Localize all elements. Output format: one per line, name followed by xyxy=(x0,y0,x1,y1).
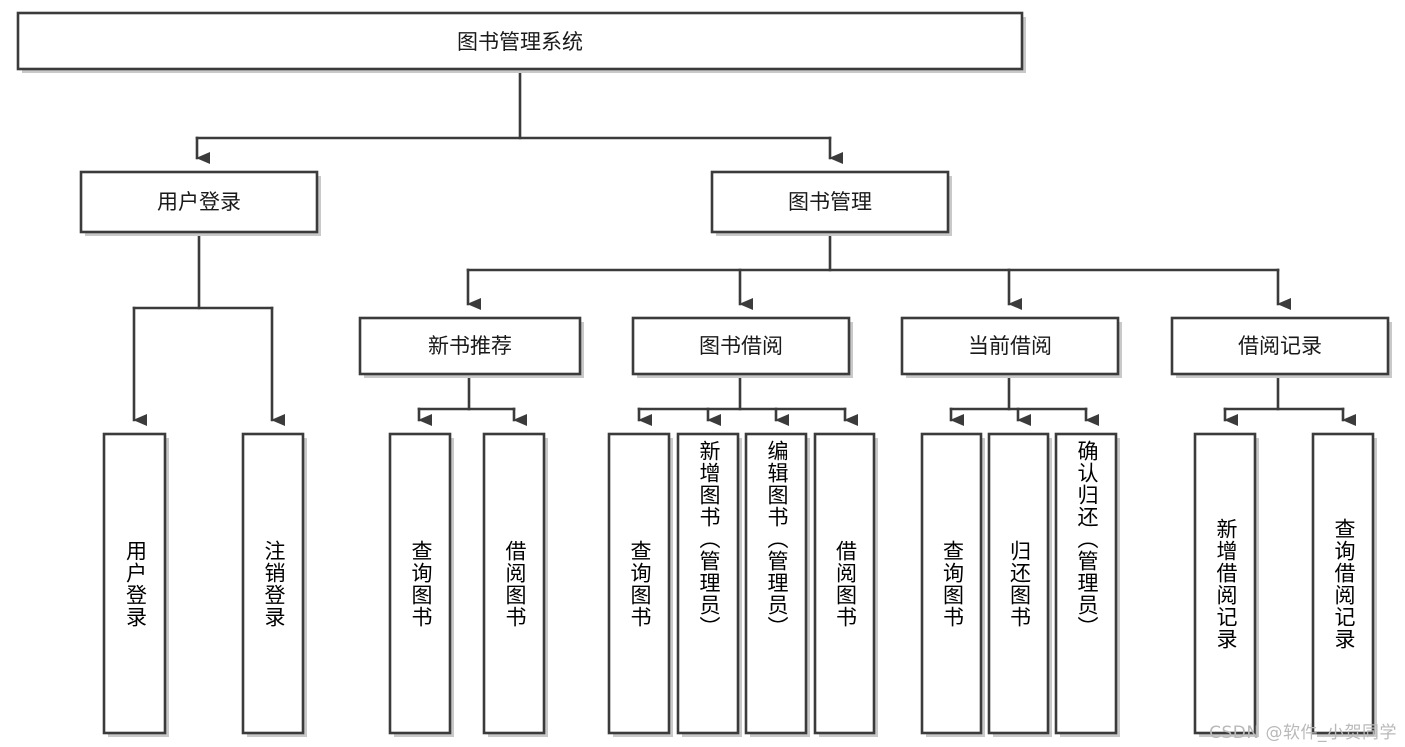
leaf-logout-rect[interactable] xyxy=(241,432,305,735)
leaf-return-book-label: 归还图书 xyxy=(1007,539,1032,628)
current-borrow-rect xyxy=(900,316,1120,376)
leaf-borrow-book-rect[interactable] xyxy=(813,432,876,735)
node-current-borrow[interactable]: 当前借阅 xyxy=(900,316,1122,378)
leaf-add-book-admin-label: 新增图书（管理员） xyxy=(696,440,721,638)
leaf-label-host-leaf-edit-book-admin: 编辑图书（管理员） xyxy=(746,434,806,733)
new-book-recommend-label: 新书推荐 xyxy=(428,334,512,358)
leaf-edit-book-admin-label: 编辑图书（管理员） xyxy=(764,440,789,638)
leaf-label-host-leaf-add-borrow-record: 新增借阅记录 xyxy=(1195,434,1255,733)
book-manage-rect xyxy=(710,170,950,234)
borrow-record-label: 借阅记录 xyxy=(1238,334,1322,358)
leaf-label-host-leaf-query-borrow-record: 查询借阅记录 xyxy=(1313,434,1373,733)
leaf-return-book-rect[interactable] xyxy=(987,432,1050,735)
leaf-edit-book-admin-rect[interactable] xyxy=(744,432,808,735)
book-borrow-rect xyxy=(631,316,851,376)
node-layer: 图书管理系统 用户登录 图书管理 新书推荐 xyxy=(16,11,1392,737)
node-new-book-recommend[interactable]: 新书推荐 xyxy=(358,316,584,378)
book-manage-label: 图书管理 xyxy=(788,190,872,214)
root-rect xyxy=(16,11,1024,71)
leaf-borrow-book-recommend-rect[interactable] xyxy=(482,432,546,735)
borrow-record-rect xyxy=(1170,316,1390,376)
leaf-query-book-borrow-label: 查询图书 xyxy=(627,539,652,628)
leaf-query-book-current-label: 查询图书 xyxy=(940,539,965,628)
leaf-add-borrow-record-label: 新增借阅记录 xyxy=(1213,517,1238,650)
current-borrow-label: 当前借阅 xyxy=(968,334,1052,358)
leaf-user-login-rect[interactable] xyxy=(102,432,167,735)
leaf-query-book-recommend-label: 查询图书 xyxy=(408,539,433,628)
book-borrow-label: 图书借阅 xyxy=(699,334,783,358)
leaf-query-borrow-record-rect[interactable] xyxy=(1311,432,1375,735)
node-root[interactable]: 图书管理系统 xyxy=(16,11,1026,73)
leaf-add-book-admin-rect[interactable] xyxy=(676,432,740,735)
node-book-borrow[interactable]: 图书借阅 xyxy=(631,316,853,378)
edge-layer xyxy=(132,67,1356,426)
node-book-manage[interactable]: 图书管理 xyxy=(710,170,952,236)
leaf-label-host-leaf-borrow-book: 借阅图书 xyxy=(815,434,874,733)
user-login-rect xyxy=(79,170,319,234)
root-label: 图书管理系统 xyxy=(457,30,583,54)
leaf-label-host-leaf-query-book-current: 查询图书 xyxy=(922,434,981,733)
leaf-borrow-book-recommend-label: 借阅图书 xyxy=(502,539,527,628)
leaf-confirm-return-admin-label: 确认归还（管理员） xyxy=(1074,440,1099,638)
leaf-label-host-leaf-borrow-book-recommend: 借阅图书 xyxy=(484,434,544,733)
leaf-rect-layer xyxy=(102,432,1377,737)
node-borrow-record[interactable]: 借阅记录 xyxy=(1170,316,1392,378)
leaf-label-host-leaf-return-book: 归还图书 xyxy=(989,434,1048,733)
leaf-label-host-leaf-user-login: 用户登录 xyxy=(104,434,165,733)
leaf-query-book-current-rect[interactable] xyxy=(920,432,983,735)
leaf-label-host-leaf-query-book-recommend: 查询图书 xyxy=(390,434,450,733)
leaf-borrow-book-label: 借阅图书 xyxy=(833,539,858,628)
leaf-label-host-leaf-logout: 注销登录 xyxy=(243,434,303,733)
leaf-query-borrow-record-label: 查询借阅记录 xyxy=(1331,517,1356,650)
user-login-label: 用户登录 xyxy=(157,190,241,214)
leaf-query-book-borrow-rect[interactable] xyxy=(607,432,671,735)
leaf-user-login-label: 用户登录 xyxy=(123,539,148,628)
leaf-confirm-return-admin-rect[interactable] xyxy=(1054,432,1118,735)
leaf-logout-label: 注销登录 xyxy=(261,539,286,628)
new-book-recommend-rect xyxy=(358,316,582,376)
node-user-login[interactable]: 用户登录 xyxy=(79,170,321,236)
leaf-label-host-leaf-query-book-borrow: 查询图书 xyxy=(609,434,669,733)
leaf-label-host-leaf-add-book-admin: 新增图书（管理员） xyxy=(678,434,738,733)
leaf-add-borrow-record-rect[interactable] xyxy=(1193,432,1257,735)
leaf-label-host-leaf-confirm-return-admin: 确认归还（管理员） xyxy=(1056,434,1116,733)
leaf-query-book-recommend-rect[interactable] xyxy=(388,432,452,735)
